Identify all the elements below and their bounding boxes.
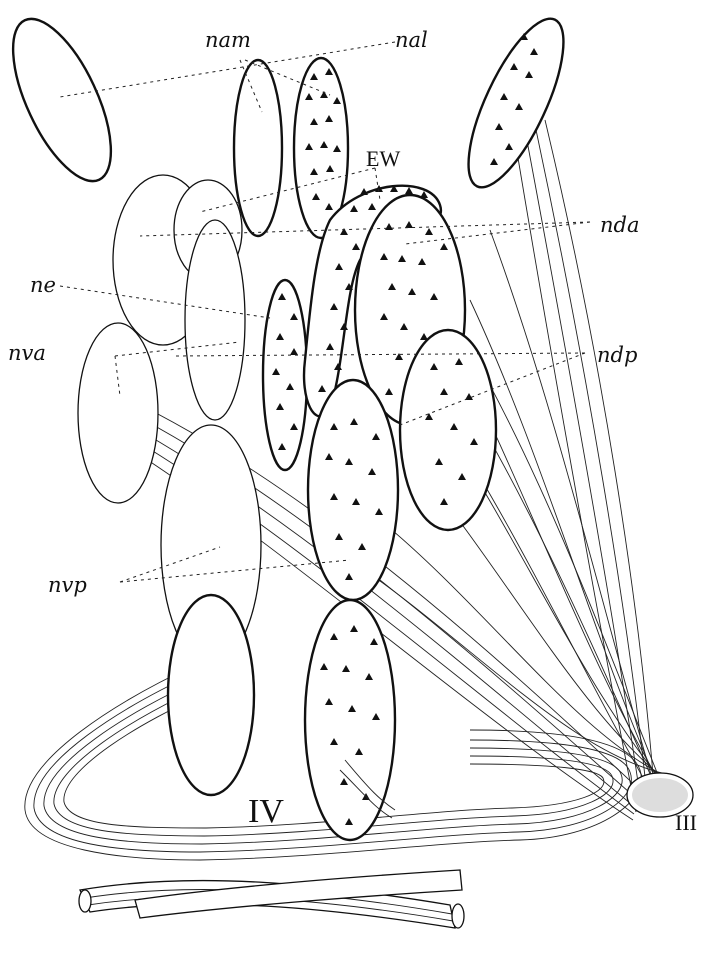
nucleus-nva-outline	[78, 323, 158, 503]
nucleus-outline-cluster-left	[78, 175, 261, 795]
nucleus-top-right	[450, 7, 582, 199]
upper-left-nucleus-outline	[0, 5, 131, 194]
label-nva: nva	[8, 341, 46, 365]
nucleus-iv-right	[305, 600, 395, 840]
label-ne: ne	[30, 273, 56, 297]
nucleus-nvp	[308, 380, 398, 600]
label-ew: EW	[366, 146, 400, 171]
label-nerve-iv: IV	[248, 793, 284, 830]
label-nvp: nvp	[48, 573, 87, 597]
label-nda: nda	[600, 213, 640, 237]
nucleus-ndp	[400, 330, 496, 530]
label-nerve-iii: III	[675, 810, 697, 835]
label-nal: nal	[395, 28, 428, 52]
nucleus-nam-outline	[234, 60, 282, 236]
nucleus-iv-left-outline	[168, 595, 254, 795]
nucleus-ne	[263, 280, 307, 470]
label-ndp: ndp	[597, 343, 637, 367]
label-nam: nam	[205, 28, 251, 52]
